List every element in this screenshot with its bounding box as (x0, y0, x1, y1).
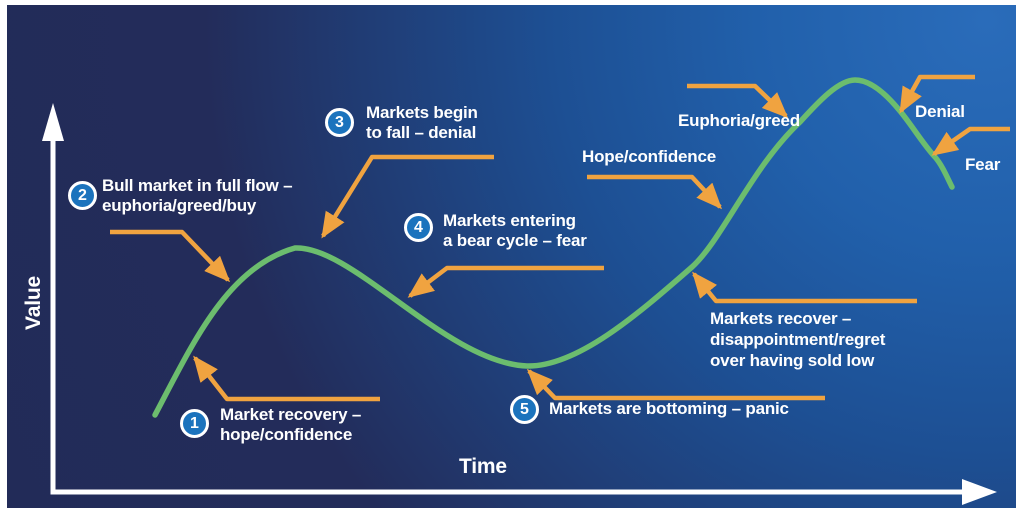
x-axis-label: Time (459, 455, 507, 478)
arrow-fear-icon (931, 126, 1010, 156)
label-bear-cycle: Markets entering a bear cycle – fear (443, 211, 587, 250)
y-axis-arrowhead-icon (42, 103, 64, 141)
arrow-bottoming-icon (526, 368, 825, 401)
badge-2: 2 (68, 181, 97, 210)
label-markets-begin-to-fall: Markets begin to fall – denial (366, 103, 478, 142)
label-markets-recover: Markets recover – disappointment/regret … (710, 309, 886, 370)
label-euphoria-greed: Euphoria/greed (678, 111, 800, 130)
y-axis-label: Value (22, 276, 45, 330)
market-cycle-diagram: 1 2 3 4 5 Market recovery – hope/confide… (7, 5, 1016, 508)
label-bottoming: Markets are bottoming – panic (549, 399, 789, 418)
x-axis (50, 479, 997, 505)
badge-4: 4 (404, 213, 433, 242)
x-axis-arrowhead-icon (962, 479, 997, 505)
badge-5: 5 (510, 395, 539, 424)
diagram-artwork (42, 74, 1010, 505)
badge-3: 3 (325, 108, 354, 137)
arrow-market-recovery-icon (193, 355, 380, 402)
arrow-euphoria-greed-icon (687, 83, 789, 119)
arrow-markets-begin-to-fall-icon (321, 154, 494, 239)
label-market-recovery: Market recovery – hope/confidence (220, 405, 362, 444)
arrow-markets-recover-icon (692, 271, 917, 304)
y-axis (42, 103, 64, 492)
label-bull-market: Bull market in full flow – euphoria/gree… (102, 176, 293, 215)
arrow-denial-icon (899, 74, 975, 114)
label-fear: Fear (965, 155, 1001, 174)
label-denial: Denial (915, 102, 965, 121)
arrow-bull-market-icon (110, 229, 231, 283)
label-hope-confidence: Hope/confidence (582, 147, 716, 166)
arrow-hope-confidence-icon (587, 174, 723, 210)
badge-1: 1 (180, 409, 209, 438)
arrow-bear-cycle-icon (407, 265, 604, 298)
